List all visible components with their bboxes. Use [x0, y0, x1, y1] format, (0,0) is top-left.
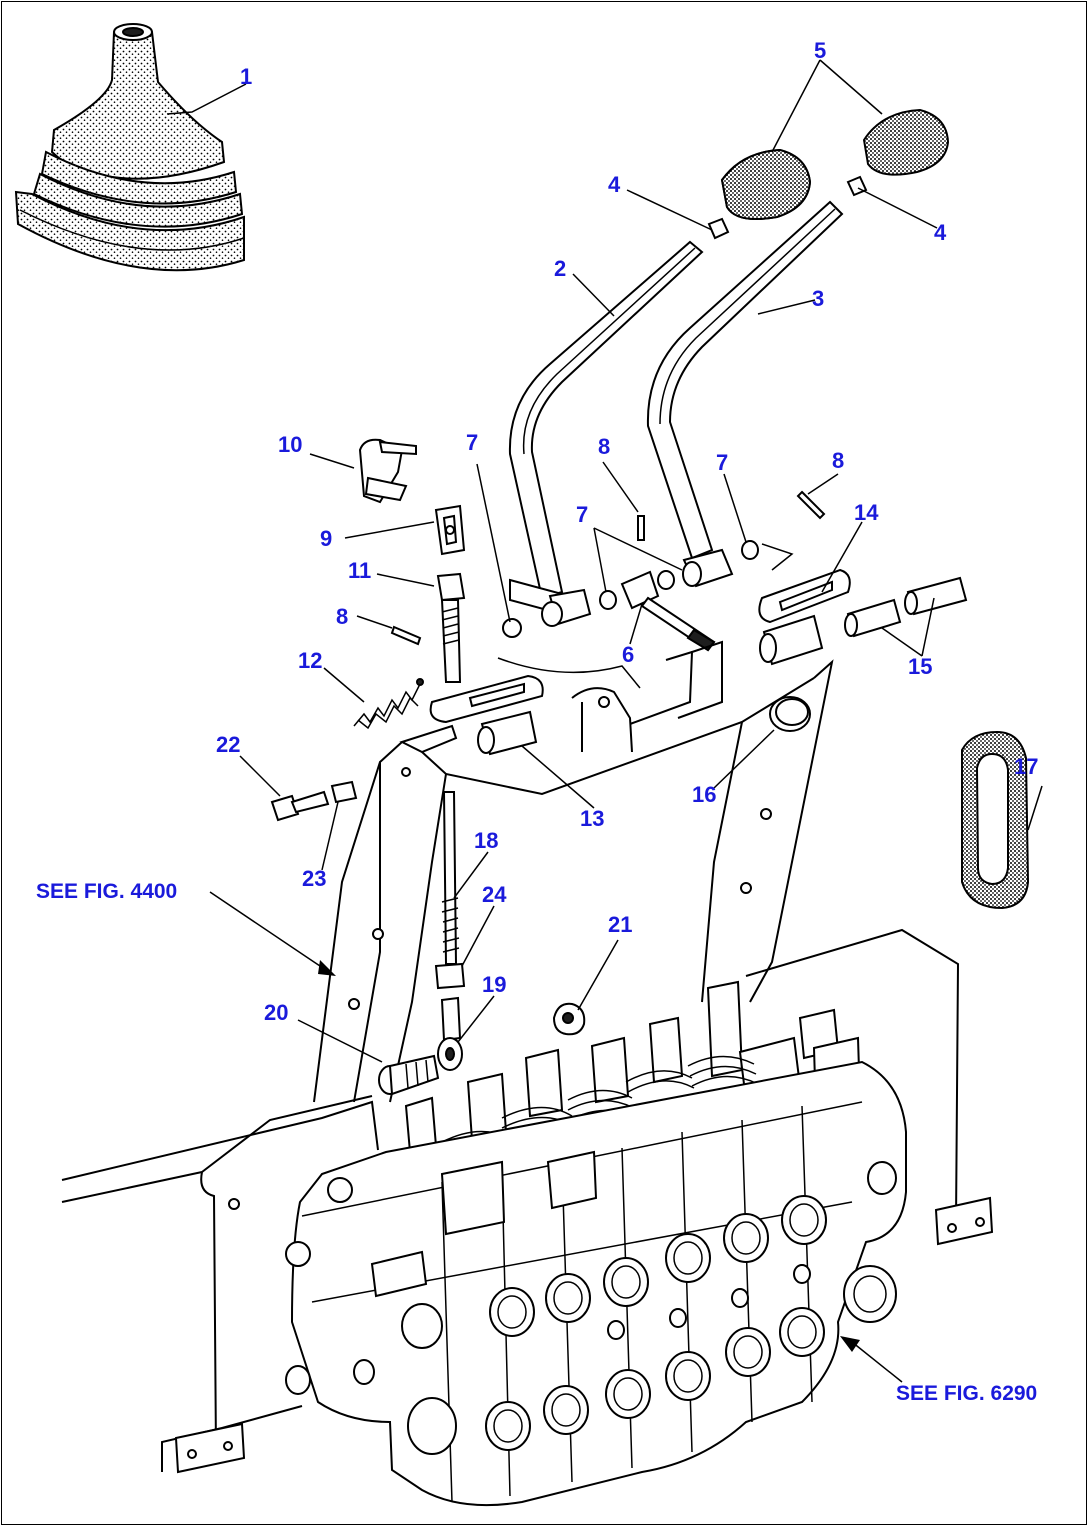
mount-frame — [61, 640, 994, 1474]
part-22-bolt — [270, 790, 330, 822]
callout-24: 24 — [482, 882, 507, 907]
callout-15: 15 — [908, 654, 932, 679]
callout-8a: 8 — [598, 434, 610, 459]
part-19-rod-end — [437, 996, 463, 1071]
reference-fig-6290: SEE FIG. 6290 — [896, 1382, 1037, 1405]
callout-20: 20 — [264, 1000, 288, 1025]
valve-ports — [285, 1161, 897, 1455]
callout-22: 22 — [216, 732, 240, 757]
callout-3: 3 — [812, 286, 824, 311]
reference-fig-4400: SEE FIG. 4400 — [36, 880, 177, 903]
part-8-pins — [390, 490, 826, 646]
callout-7c: 7 — [576, 502, 588, 527]
callout-4a: 4 — [608, 172, 621, 197]
leader-arrowheads — [318, 960, 860, 1352]
part-24-nut — [434, 962, 466, 990]
part-2-lever — [508, 240, 704, 600]
callout-12: 12 — [298, 648, 322, 673]
callout-19: 19 — [482, 972, 506, 997]
callout-17: 17 — [1014, 754, 1038, 779]
part-13-bracket — [429, 674, 544, 756]
callout-16: 16 — [692, 782, 716, 807]
control-valve — [285, 980, 907, 1507]
callout-7b: 7 — [716, 450, 728, 475]
callout-8b: 8 — [832, 448, 844, 473]
callout-21: 21 — [608, 912, 632, 937]
part-23-nut — [330, 780, 358, 804]
part-10-clip — [358, 438, 417, 504]
callout-13: 13 — [580, 806, 604, 831]
callout-11: 11 — [348, 558, 371, 583]
part-12-spring — [353, 678, 424, 730]
callout-7a: 7 — [466, 430, 478, 455]
leader-lines — [166, 59, 1043, 1383]
callout-2: 2 — [554, 256, 566, 281]
part-18-rod — [441, 791, 460, 965]
part-1-boot — [14, 23, 245, 272]
part-6-shaft — [640, 596, 716, 652]
callout-6: 6 — [622, 642, 634, 667]
part-15-bushings — [844, 576, 968, 638]
part-11-nut — [436, 572, 466, 683]
part-14-bracket — [758, 568, 851, 666]
callout-9: 9 — [320, 526, 332, 551]
part-20-bolt — [378, 1054, 440, 1096]
part-4-nuts — [707, 175, 868, 240]
callout-23: 23 — [302, 866, 326, 891]
part-3-lever — [646, 200, 844, 560]
part-17-grommet — [961, 730, 1030, 910]
lever-pivots — [497, 540, 794, 689]
callout-18: 18 — [474, 828, 498, 853]
part-16-cap — [769, 696, 811, 732]
callout-14: 14 — [854, 500, 879, 525]
callout-4b: 4 — [934, 220, 947, 245]
part-9-clevis — [434, 504, 466, 556]
callout-8c: 8 — [336, 604, 348, 629]
part-5-knobs — [720, 108, 950, 220]
callout-5: 5 — [814, 38, 826, 63]
callout-1: 1 — [240, 64, 252, 89]
callout-labels: 1 5 4 4 2 3 10 7 8 7 8 9 7 14 11 8 6 12 … — [216, 38, 1038, 1025]
part-21-nut — [552, 1002, 586, 1036]
callout-10: 10 — [278, 432, 302, 457]
